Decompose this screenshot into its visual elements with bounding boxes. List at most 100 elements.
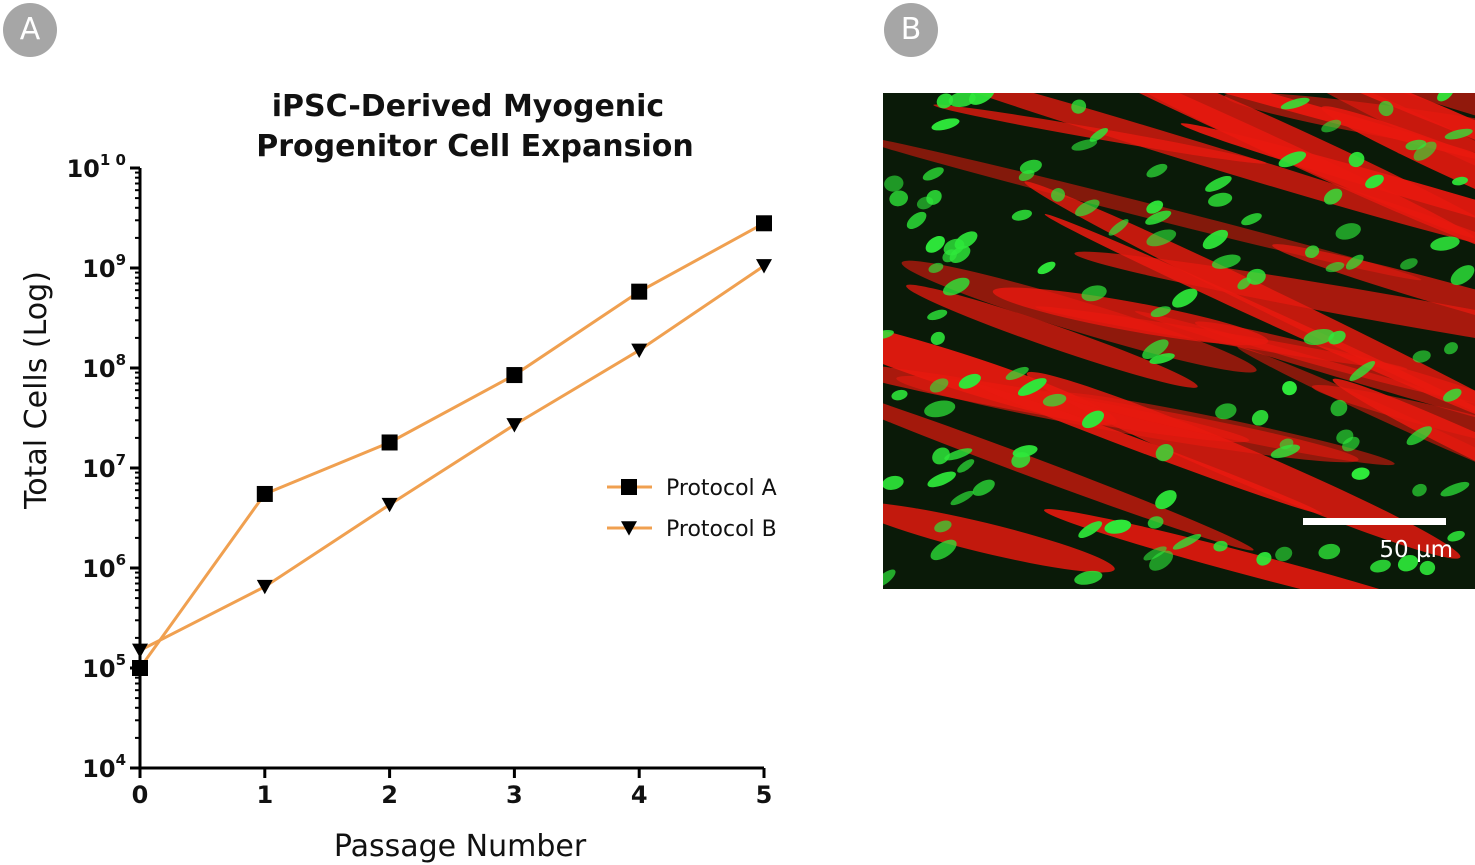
x-tick-label: 2: [381, 781, 398, 809]
myotube: [1321, 106, 1475, 348]
nucleus: [950, 490, 974, 506]
nucleus: [1378, 100, 1394, 117]
myotube: [1332, 378, 1475, 589]
nucleus: [1146, 229, 1177, 247]
nucleus: [1155, 490, 1177, 510]
nucleus: [1155, 443, 1174, 462]
y-tick-label-exponent: 6: [116, 551, 126, 569]
y-tick-label-base: 10: [82, 755, 115, 783]
nucleus: [1071, 99, 1087, 114]
nucleus: [948, 93, 976, 108]
y-tick-label-exponent: 5: [116, 651, 126, 669]
nucleus: [1443, 388, 1462, 402]
y-tick-label: 109: [82, 251, 126, 283]
nucleus: [1037, 261, 1056, 275]
nucleus: [906, 211, 927, 229]
nucleus: [1150, 306, 1171, 318]
nucleus: [1280, 97, 1310, 110]
nucleus: [1149, 353, 1175, 365]
nucleus: [936, 93, 954, 109]
y-tick-label: 107: [82, 451, 126, 483]
data-point-series-2: [756, 259, 772, 274]
nucleus: [1208, 192, 1233, 207]
nucleus: [1365, 174, 1384, 189]
nucleus: [1081, 285, 1107, 302]
y-tick-label-base: 10: [82, 355, 115, 383]
nucleus: [1437, 93, 1454, 102]
nucleus: [934, 520, 952, 533]
y-tick-label-base: 10: [66, 155, 99, 183]
nucleus: [1303, 328, 1335, 346]
nucleus: [889, 190, 908, 207]
x-tick-label: 1: [256, 781, 273, 809]
chart-title-line1: iPSC-Derived Myogenic: [272, 89, 664, 124]
myotube: [906, 284, 1198, 388]
nucleus: [928, 262, 944, 273]
nucleus: [1019, 159, 1042, 174]
y-tick-label-base: 10: [82, 655, 115, 683]
micrograph-image: 50 µm: [883, 93, 1475, 589]
myotube: [1035, 306, 1408, 370]
nucleus: [927, 309, 948, 321]
data-point-series-1: [256, 485, 273, 502]
myotube: [1272, 244, 1475, 378]
nucleus: [883, 475, 904, 490]
legend-marker: [621, 521, 637, 536]
data-point-series-1: [756, 215, 772, 232]
nucleus: [968, 93, 996, 105]
nucleus: [883, 569, 896, 588]
myotube: [1063, 93, 1475, 268]
nucleus: [1330, 399, 1348, 417]
nucleus: [1104, 519, 1132, 534]
data-point-series-1: [132, 660, 148, 676]
nucleus: [883, 329, 894, 340]
nucleus: [1075, 199, 1100, 217]
nucleus: [1078, 521, 1103, 539]
nucleus: [1205, 175, 1232, 192]
series-line-2: [139, 264, 765, 652]
nucleus: [922, 167, 944, 181]
nucleus: [1202, 229, 1229, 250]
legend-label: Protocol B: [666, 517, 777, 542]
y-tick-label-exponent: 1 0: [100, 151, 126, 169]
series-line-1: [138, 221, 765, 669]
data-point-series-2: [631, 343, 648, 358]
nucleus: [1349, 360, 1376, 382]
nucleus: [1142, 339, 1169, 359]
x-tick-label: 5: [756, 781, 773, 809]
y-tick-label: 104: [82, 751, 126, 783]
series-group: [132, 215, 772, 676]
nucleus: [1172, 533, 1202, 550]
nucleus: [1397, 554, 1419, 572]
nucleus: [1325, 262, 1345, 273]
nucleus: [1345, 254, 1364, 270]
nucleus: [1318, 543, 1341, 560]
data-point-series-1: [631, 283, 648, 300]
panel-b-badge: B: [884, 3, 938, 57]
myotube: [973, 383, 1323, 515]
expansion-chart: iPSC-Derived Myogenic Progenitor Cell Ex…: [19, 89, 777, 864]
nucleus: [932, 447, 950, 465]
y-tick-label-base: 10: [82, 455, 115, 483]
chart-title-line2: Progenitor Cell Expansion: [256, 129, 693, 164]
nucleus: [1275, 546, 1293, 562]
y-tick-label: 101 0: [66, 151, 126, 183]
nucleus: [1447, 530, 1465, 542]
myotube: [883, 502, 1115, 573]
y-tick-label-exponent: 9: [116, 251, 126, 269]
y-tick-label-exponent: 8: [116, 351, 126, 369]
nucleus: [1430, 236, 1460, 251]
scale-bar: [1303, 518, 1446, 525]
nucleus: [1444, 128, 1473, 140]
nucleus: [884, 175, 904, 192]
nucleus: [1251, 410, 1269, 426]
nucleus: [1370, 559, 1391, 573]
nucleus: [1335, 223, 1361, 240]
nucleus: [925, 235, 945, 253]
nucleus: [927, 471, 956, 488]
nucleus: [1146, 200, 1164, 214]
nucleus: [1211, 254, 1241, 269]
scale-bar-label: 50 µm: [1379, 537, 1453, 563]
panel-a-badge: A: [3, 3, 57, 57]
